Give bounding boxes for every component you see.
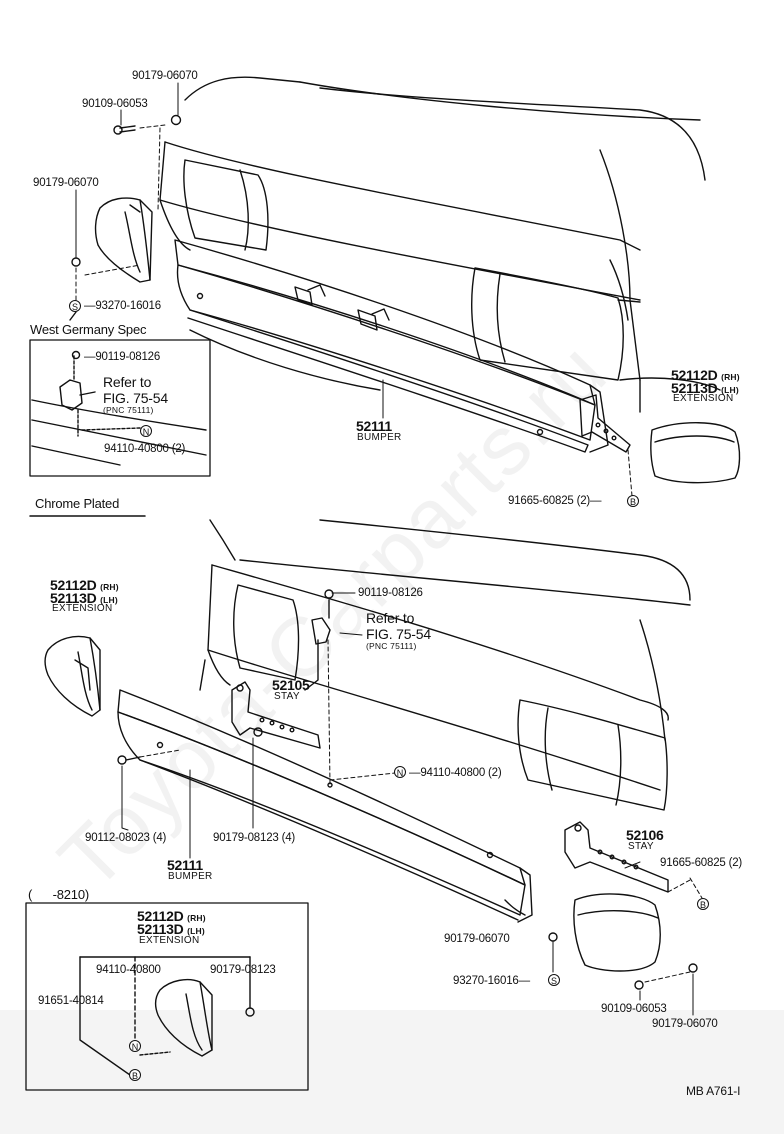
stay-caption-52105: STAY [274, 691, 300, 702]
figure-code: MB A761-I [686, 1084, 741, 1098]
symbol-n-wg: N [140, 425, 152, 437]
bottom-leader-lines [121, 592, 703, 1016]
pnc-bottom: (PNC 75111) [366, 641, 417, 651]
inset-part-91651-40814: 91651-40814 [38, 995, 104, 1007]
part-90179-08123: 90179-08123 (4) [213, 832, 296, 844]
symbol-n-bottom: N [394, 766, 406, 778]
bottom-bumper [117, 689, 533, 923]
inset-symbol-n: N [129, 1040, 141, 1052]
west-germany-spec-title: West Germany Spec [30, 322, 147, 337]
inset-8210-title: ( -8210) [28, 887, 89, 902]
stay-52106-label: 52106 [626, 827, 664, 843]
ext-caption-bottom: EXTENSION [52, 603, 113, 614]
part-90179-06070-top: 90179-06070 [132, 70, 198, 82]
part-90109-06053-bottom: 90109-06053 [601, 1003, 667, 1015]
ext-caption-top: EXTENSION [673, 393, 734, 404]
top-right-stay [579, 394, 631, 453]
chrome-plated-label: Chrome Plated [35, 496, 120, 511]
wg-part-94110-40800: 94110-40800 (2) [104, 443, 186, 455]
wg-fig-ref: FIG. 75-54 [103, 390, 168, 406]
inset-ext-52113d: 52113D (LH) [137, 921, 205, 937]
ext-52113d-top: 52113D (LH) [671, 380, 739, 396]
inset-ext-caption: EXTENSION [139, 935, 200, 946]
bottom-car-body [199, 519, 691, 811]
inset-part-90179-08123: 90179-08123 [210, 964, 276, 976]
west-germany-box [29, 339, 211, 477]
top-leader-lines [75, 82, 633, 497]
part-93270-16016-bottom: 93270-16016— [453, 975, 530, 987]
stay-52106 [564, 821, 669, 893]
part-91665-60825-bottom: 91665-60825 (2) [660, 857, 743, 869]
symbol-b-top: B [627, 495, 639, 507]
stay-52105 [231, 681, 321, 749]
upper-bracket [304, 589, 334, 786]
part-90112-08023: 90112-08023 (4) [85, 832, 167, 844]
stay-caption-52106: STAY [628, 841, 654, 852]
inset-8210-box [25, 902, 309, 1091]
symbol-s-top: S [69, 300, 81, 312]
wg-pnc: (PNC 75111) [103, 405, 154, 415]
part-90179-06070-left: 90179-06070 [33, 177, 99, 189]
stay-52105-label: 52105 [272, 677, 310, 693]
symbol-b-bottom: B [697, 898, 709, 910]
part-90109-06053-top: 90109-06053 [82, 98, 148, 110]
ext-52112d-top: 52112D (RH) [671, 367, 740, 383]
symbol-s-bottom: S [548, 974, 560, 986]
top-right-extension [650, 422, 741, 484]
bumper-caption-bottom: BUMPER [168, 871, 213, 882]
bumper-52111-bottom: 52111 [167, 857, 203, 873]
wg-part-90119-08126: —90119-08126 [84, 351, 161, 363]
wg-refer-to: Refer to [103, 374, 152, 390]
inset-part-94110-40800: 94110-40800 [96, 964, 161, 976]
part-90179-06070-bottom-right: 90179-06070 [652, 1018, 718, 1030]
top-car-body [159, 76, 721, 413]
fig-ref-bottom: FIG. 75-54 [366, 626, 431, 642]
part-91665-60825-top: 91665-60825 (2)— [508, 495, 602, 507]
top-left-extension [94, 197, 153, 283]
ext-52113d-bottom: 52113D (LH) [50, 590, 118, 606]
ext-52112d-bottom: 52112D (RH) [50, 577, 119, 593]
top-fasteners [69, 114, 182, 321]
part-90119-08126-bottom: 90119-08126 [358, 587, 423, 599]
inset-ext-52112d: 52112D (RH) [137, 908, 206, 924]
part-93270-16016-top: —93270-16016 [84, 300, 161, 312]
inset-symbol-b: B [129, 1069, 141, 1081]
refer-to-bottom: Refer to [366, 610, 415, 626]
bottom-left-extension [44, 635, 101, 717]
top-bumper [174, 239, 609, 453]
bumper-caption-top: BUMPER [357, 432, 402, 443]
bumper-52111-top: 52111 [356, 418, 392, 434]
part-90179-06070-bottom: 90179-06070 [444, 933, 510, 945]
part-94110-40800-bottom: —94110-40800 (2) [409, 767, 502, 779]
bottom-right-extension [573, 893, 661, 972]
